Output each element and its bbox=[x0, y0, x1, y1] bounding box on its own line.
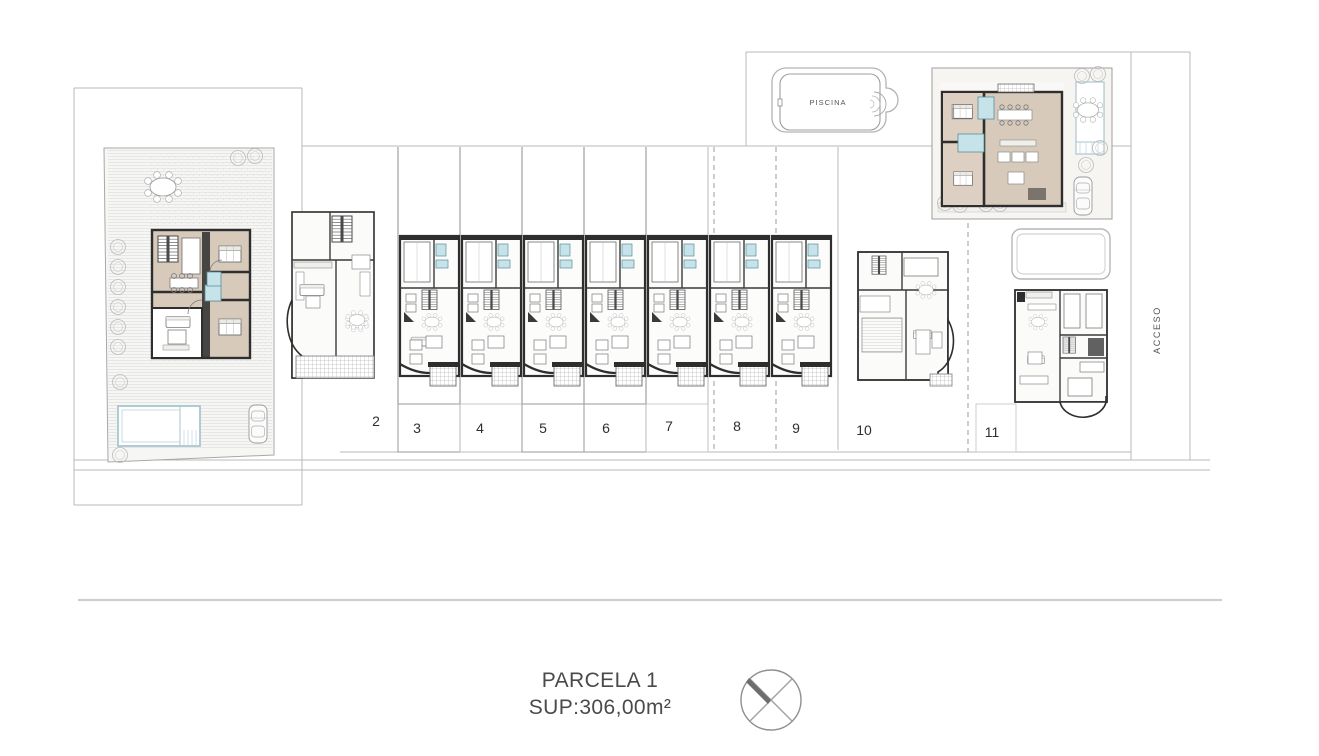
plot-label-10: 10 bbox=[856, 422, 872, 438]
parcel-title: PARCELA 1 bbox=[541, 669, 659, 692]
parking-left bbox=[248, 404, 268, 444]
access-road-strip: ACCESO bbox=[1130, 52, 1191, 460]
plot-2-interior bbox=[292, 212, 375, 379]
plot-number-row: 2 3 4 5 6 7 8 9 10 11 bbox=[340, 403, 1131, 453]
communal-pool-area: PISCINA bbox=[771, 67, 899, 133]
plot-label-6: 6 bbox=[602, 420, 610, 436]
parcel-area: SUP:306,00m² bbox=[528, 695, 672, 719]
private-pool-left bbox=[117, 405, 201, 447]
terrace-top-right bbox=[1072, 66, 1108, 173]
plot-label-2: 2 bbox=[372, 413, 380, 429]
plot-label-8: 8 bbox=[733, 418, 741, 434]
plot-label-11: 11 bbox=[985, 424, 1000, 440]
plot-11-unit bbox=[1011, 228, 1111, 418]
villa-plot-top-right bbox=[931, 66, 1113, 220]
plot-label-4: 4 bbox=[476, 420, 484, 436]
townhouse-unit bbox=[398, 234, 833, 387]
villa-plot-left bbox=[103, 147, 275, 463]
stairs-left bbox=[157, 235, 179, 263]
plot-2-unit bbox=[286, 211, 375, 379]
villa-floorplan-left bbox=[150, 228, 252, 360]
plot-label-3: 3 bbox=[413, 420, 421, 436]
villa-floorplan-top-right bbox=[940, 83, 1064, 208]
plan-caption: PARCELA 1 SUP:306,00m² bbox=[470, 668, 730, 722]
townhouse-row bbox=[397, 147, 839, 450]
plot-label-5: 5 bbox=[539, 420, 547, 436]
plot-label-7: 7 bbox=[665, 418, 673, 434]
plot-10-unit bbox=[857, 214, 969, 452]
pool-label: PISCINA bbox=[809, 98, 846, 107]
plot-label-9: 9 bbox=[792, 420, 800, 436]
north-orientation-symbol bbox=[735, 664, 807, 736]
access-road-label: ACCESO bbox=[1152, 306, 1162, 354]
